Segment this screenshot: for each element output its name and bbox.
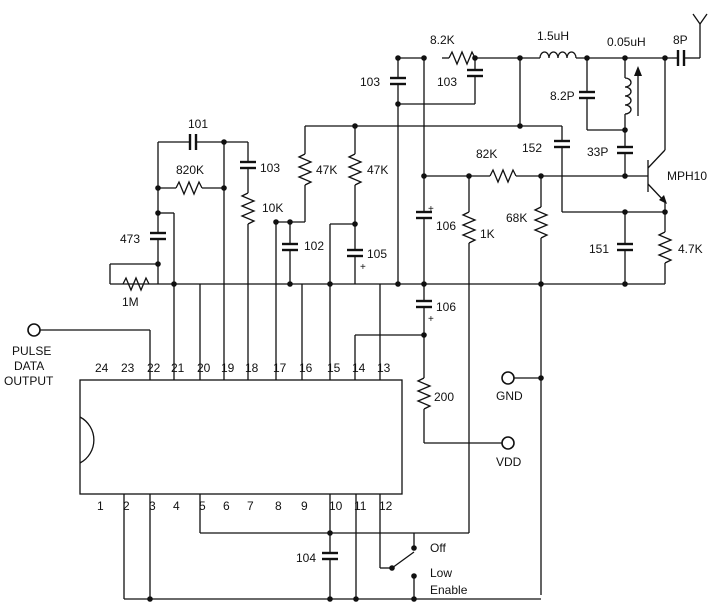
ic-pin-label-bottom: 4 <box>173 499 180 513</box>
label-transistor: MPH10 <box>667 169 707 183</box>
label-c-151: 151 <box>589 242 609 256</box>
resistor-8k2 <box>448 50 476 66</box>
ic-pin-label-top: 23 <box>121 361 135 375</box>
pulse-output-terminal[interactable] <box>27 323 41 337</box>
ic-pin-label-bottom: 10 <box>329 499 343 513</box>
label-r-4k7: 4.7K <box>678 242 703 256</box>
resistor-10k <box>240 192 256 225</box>
left-network <box>109 123 363 370</box>
rf-section <box>110 13 708 595</box>
label-plus-106a: + <box>428 204 434 215</box>
resistor-1m <box>122 276 150 292</box>
ic-pin-label-top: 24 <box>95 361 109 375</box>
ic-pin-labels-top: 24 23 22 21 20 19 18 17 16 15 14 13 <box>95 361 391 375</box>
ic-pin-label-bottom: 11 <box>354 499 367 513</box>
resistor-200 <box>416 377 432 410</box>
label-pulse-1: PULSE <box>12 344 51 358</box>
label-plus-105: + <box>360 262 366 273</box>
label-vdd: VDD <box>496 455 522 469</box>
resistor-68k <box>533 206 549 239</box>
ic-pin-label-top: 19 <box>221 361 235 375</box>
ic-pin-label-top: 15 <box>327 361 341 375</box>
ic-pin-label-bottom: 6 <box>223 499 230 513</box>
ic-pin-label-bottom: 2 <box>123 499 130 513</box>
label-c-103a: 103 <box>360 75 380 89</box>
label-c-473: 473 <box>120 232 140 246</box>
label-switch-off: Off <box>430 541 446 555</box>
label-r-10k: 10K <box>262 201 283 215</box>
label-switch-enable: Enable <box>430 583 468 597</box>
resistor-82k <box>489 168 517 184</box>
label-r-47k-b: 47K <box>367 163 388 177</box>
pin-wiring <box>27 284 541 602</box>
inductor-005u <box>624 77 632 115</box>
label-l-1u5: 1.5uH <box>537 29 569 43</box>
label-c-103c: 103 <box>260 161 280 175</box>
resistor-1k <box>461 211 477 244</box>
label-c-106b: 106 <box>436 300 456 314</box>
vdd-terminal[interactable] <box>501 436 515 450</box>
ic-pin-label-top: 21 <box>171 361 185 375</box>
component-labels: 8.2K 1.5uH 0.05uH 8P 103 103 101 820K 10… <box>4 29 707 597</box>
label-r-200: 200 <box>434 390 454 404</box>
gnd-terminal[interactable] <box>501 371 515 385</box>
label-gnd: GND <box>496 389 523 403</box>
ic-pin-label-top: 18 <box>245 361 259 375</box>
ic-pin-label-bottom: 7 <box>247 499 254 513</box>
ic-pin-label-top: 13 <box>377 361 391 375</box>
label-plus-106b: + <box>428 314 434 325</box>
label-c-8p2: 8.2P <box>550 89 575 103</box>
label-r-47k-a: 47K <box>316 163 337 177</box>
ic-pin-label-bottom: 9 <box>301 499 308 513</box>
label-r-1k: 1K <box>480 227 495 241</box>
antenna-icon <box>692 13 708 26</box>
ic-pin-label-bottom: 3 <box>149 499 156 513</box>
ic-pin-label-top: 20 <box>197 361 211 375</box>
inductor-1u5 <box>539 51 577 59</box>
label-r-82k: 82K <box>476 147 497 161</box>
label-switch-low: Low <box>430 566 452 580</box>
label-c-152: 152 <box>522 141 542 155</box>
label-r-8k2: 8.2K <box>430 33 455 47</box>
label-c-104: 104 <box>296 551 316 565</box>
label-c-105: 105 <box>367 247 387 261</box>
ic-pin-label-top: 14 <box>352 361 366 375</box>
label-c-33p: 33P <box>587 145 608 159</box>
ic-notch <box>79 416 95 464</box>
label-r-68k: 68K <box>506 211 527 225</box>
label-pulse-2: DATA <box>14 359 44 373</box>
ic-body <box>79 379 403 495</box>
label-l-005u: 0.05uH <box>607 35 646 49</box>
label-c-103b: 103 <box>437 75 457 89</box>
ic-pin-label-bottom: 8 <box>275 499 282 513</box>
ic-pin-label-bottom: 1 <box>97 499 104 513</box>
ic-pin-label-bottom: 12 <box>379 499 393 513</box>
label-r-820k: 820K <box>176 163 204 177</box>
label-r-1m: 1M <box>122 295 139 309</box>
ic-pin-label-top: 22 <box>147 361 161 375</box>
ic-pin-label-bottom: 5 <box>199 499 206 513</box>
label-c-102: 102 <box>304 239 324 253</box>
ic-pin-label-top: 16 <box>299 361 313 375</box>
resistor-820k <box>175 180 203 196</box>
transistor-mph10 <box>647 58 667 212</box>
label-c-8p: 8P <box>673 33 688 47</box>
label-c-106a: 106 <box>436 219 456 233</box>
label-pulse-3: OUTPUT <box>4 374 54 388</box>
resistor-4k7 <box>657 231 673 264</box>
label-c-101: 101 <box>188 117 208 131</box>
mode-switch[interactable] <box>389 533 417 599</box>
resistor-47k-b <box>347 153 363 186</box>
ic-pin-label-top: 17 <box>273 361 287 375</box>
resistor-47k-a <box>297 153 313 186</box>
